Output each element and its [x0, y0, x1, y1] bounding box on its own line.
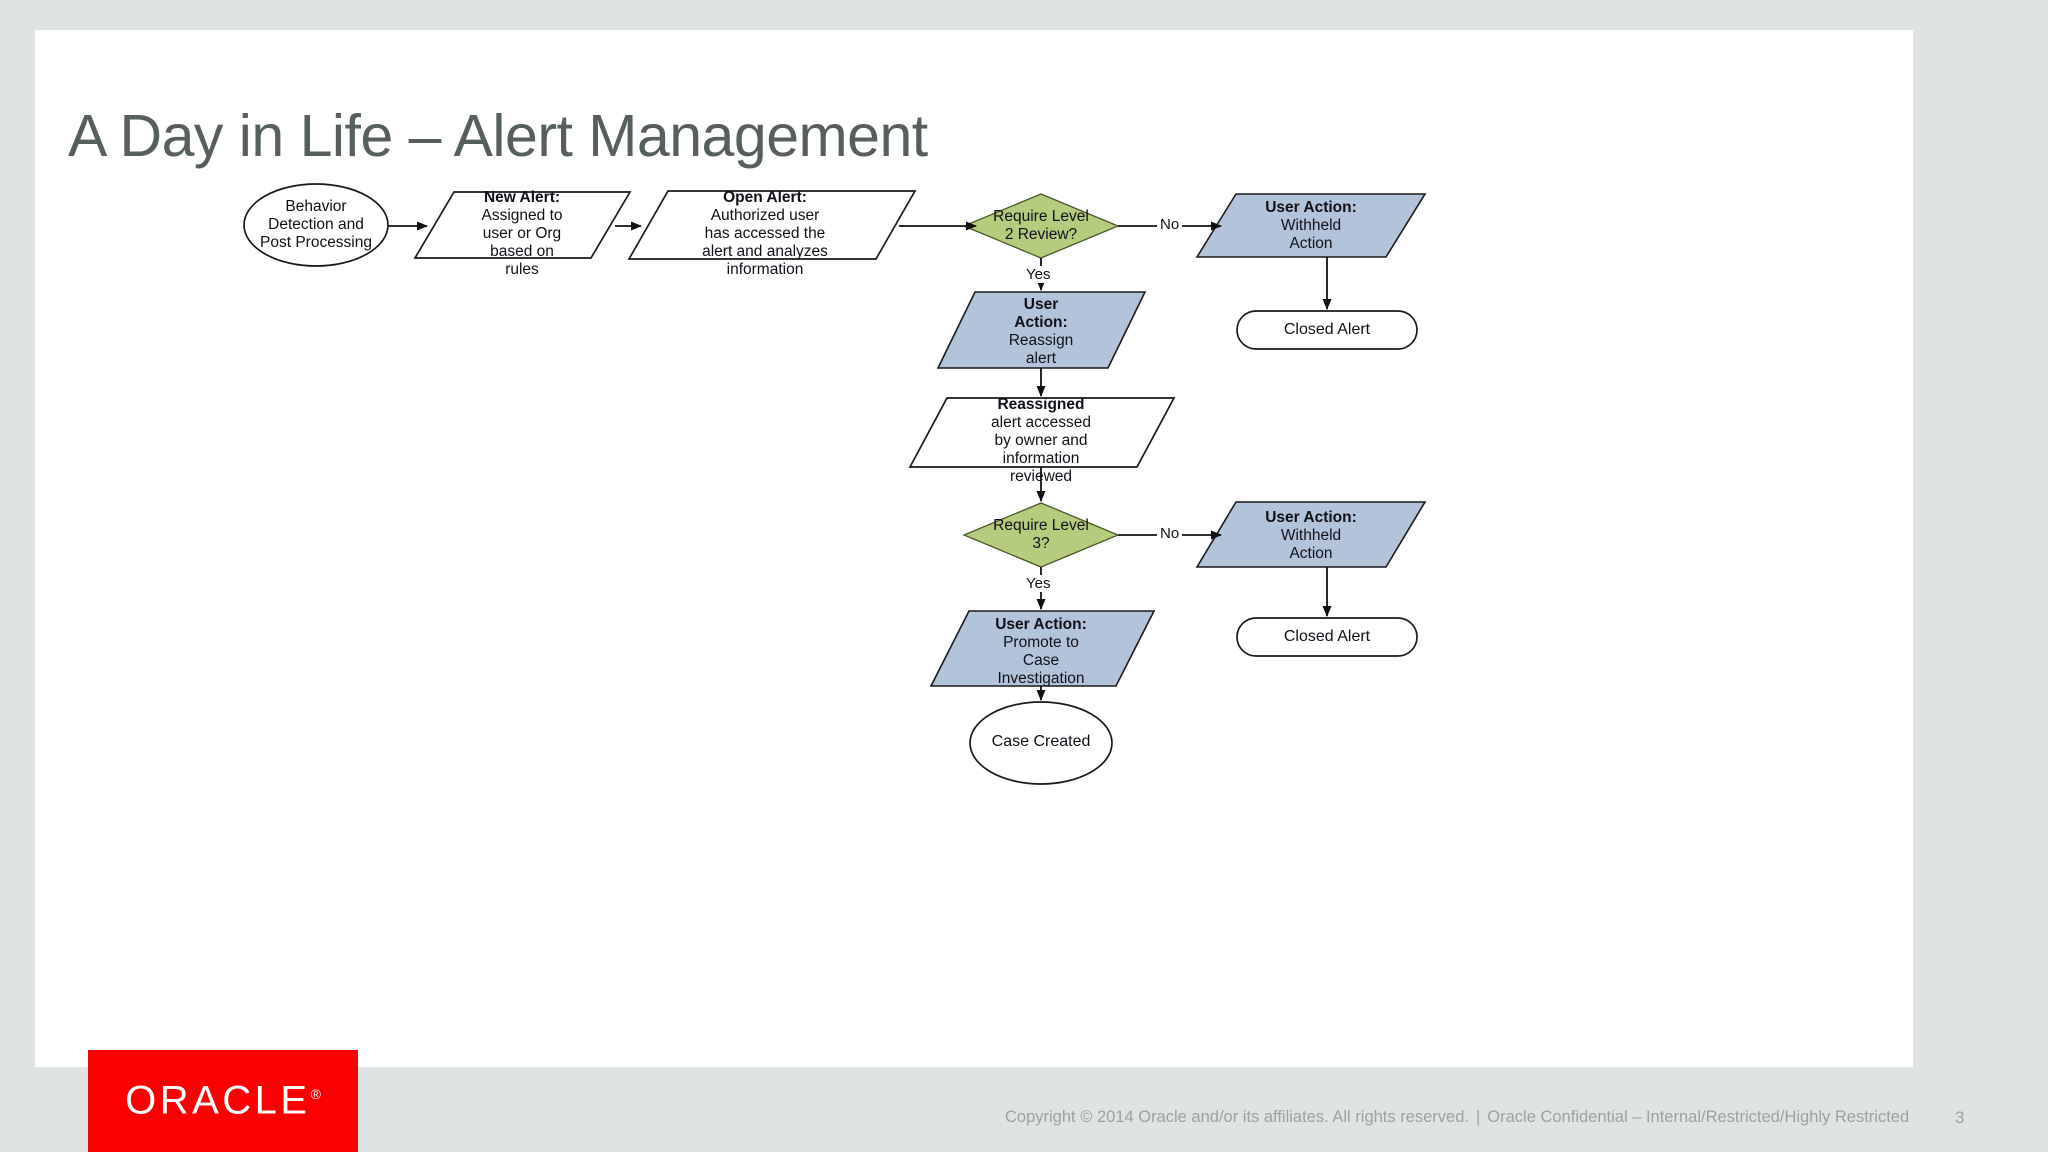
node-reassign-alert-shape	[936, 291, 1147, 369]
node-case-created-shape	[969, 701, 1113, 785]
oracle-logo-label: ORACLE	[125, 1078, 311, 1123]
node-require-level-3-shape	[962, 502, 1120, 568]
registered-mark-icon: ®	[310, 1086, 321, 1103]
node-open-alert-shape	[627, 190, 917, 260]
classification-text: Oracle Confidential – Internal/Restricte…	[1487, 1108, 1910, 1126]
flowchart-diagram: Behavior Detection and Post Processing N…	[35, 30, 1913, 1067]
node-require-level-2-shape	[962, 193, 1120, 259]
edge-label-level3-no: No	[1157, 525, 1183, 542]
oracle-logo: ORACLE®	[88, 1050, 358, 1152]
node-closed-alert-2-shape	[1236, 617, 1418, 657]
footer-separator: |	[1476, 1108, 1481, 1126]
node-behavior-detection-shape	[243, 183, 389, 267]
slide-canvas: A Day in Life – Alert Management	[35, 30, 1913, 1067]
page-number: 3	[1955, 1108, 1965, 1127]
footer-copyright: Copyright © 2014 Oracle and/or its affil…	[1005, 1108, 1909, 1127]
copyright-text: Copyright © 2014 Oracle and/or its affil…	[1005, 1108, 1469, 1126]
node-closed-alert-1-shape	[1236, 310, 1418, 350]
node-withheld-action-2-shape	[1195, 501, 1427, 568]
edge-label-level3-yes: Yes	[1023, 575, 1054, 592]
node-promote-case-shape	[929, 610, 1156, 687]
node-withheld-action-1-shape	[1195, 193, 1427, 258]
node-reassigned-reviewed-shape	[908, 397, 1176, 468]
edge-label-level2-no: No	[1157, 216, 1183, 233]
oracle-wordmark-text: ORACLE®	[125, 1079, 321, 1124]
flowchart-svg	[243, 183, 1427, 785]
page-title: A Day in Life – Alert Management	[68, 103, 928, 169]
node-new-alert-shape	[413, 191, 632, 259]
edge-label-level2-yes: Yes	[1023, 266, 1054, 283]
